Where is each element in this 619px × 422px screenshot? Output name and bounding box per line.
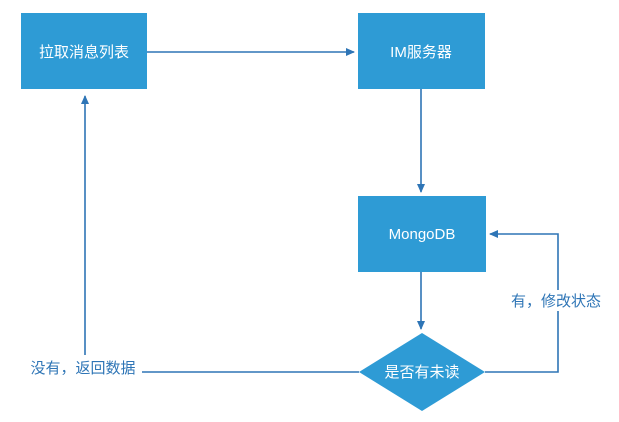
edge-label-no-bg (24, 357, 142, 378)
connector-group (81, 48, 559, 373)
node-has-unread-label: 是否有未读 (384, 364, 459, 381)
edge-label-yes: 有，修改状态 (511, 293, 601, 310)
node-group: 拉取消息列表 IM服务器 MongoDB 是否有未读 (21, 13, 486, 411)
edge-label-group: 有，修改状态 没有，返回数据 (24, 290, 610, 378)
node-pull-message-list-label: 拉取消息列表 (39, 44, 129, 61)
node-im-server (358, 13, 485, 89)
node-im-server-label: IM服务器 (390, 44, 452, 61)
node-pull-message-list (21, 13, 147, 89)
edge-label-no: 没有，返回数据 (30, 360, 135, 377)
node-has-unread-diamond (359, 333, 485, 411)
edge-label-yes-bg (502, 290, 610, 311)
node-mongodb-label: MongoDB (389, 226, 456, 243)
node-mongodb (358, 196, 486, 272)
